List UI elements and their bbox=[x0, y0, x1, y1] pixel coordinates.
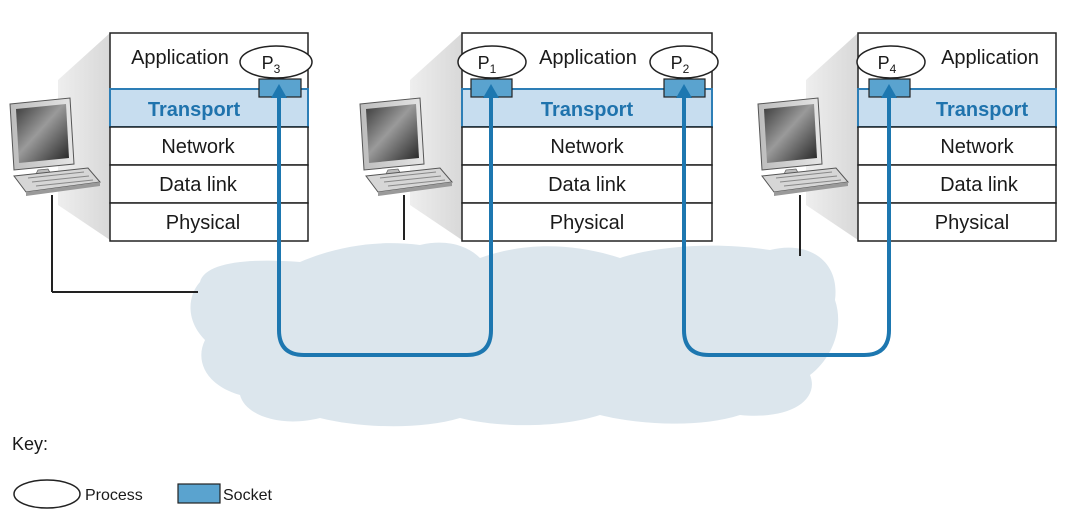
keyboard-icon bbox=[365, 167, 453, 196]
layer-physical: Physical bbox=[166, 212, 240, 234]
layer-transport: Transport bbox=[936, 99, 1029, 121]
layer-physical-box bbox=[461, 202, 713, 242]
layer-network-box bbox=[109, 126, 309, 166]
monitor-icon bbox=[9, 97, 75, 179]
keyboard-icon bbox=[761, 167, 849, 196]
monitor-icon bbox=[359, 97, 425, 179]
legend-socket-symbol bbox=[177, 483, 221, 504]
layer-transport: Transport bbox=[541, 99, 634, 121]
key-title: Key: bbox=[12, 434, 48, 454]
legend-process-label: Process bbox=[85, 487, 143, 504]
layer-application: Application bbox=[941, 47, 1039, 69]
process-p3-label: P3 bbox=[262, 53, 281, 76]
layer-datalink-box bbox=[461, 164, 713, 204]
keyboard-icon bbox=[13, 167, 101, 196]
layer-data-link: Data link bbox=[940, 174, 1019, 196]
host-middle: Application Transport Network Data link … bbox=[359, 32, 719, 242]
layer-data-link: Data link bbox=[548, 174, 627, 196]
legend-socket-label: Socket bbox=[223, 487, 272, 504]
legend-process-symbol bbox=[13, 479, 81, 509]
layer-application: Application bbox=[539, 47, 637, 69]
network-cloud bbox=[190, 242, 839, 427]
layer-datalink-box bbox=[109, 164, 309, 204]
process-p3 bbox=[239, 45, 313, 79]
layer-network: Network bbox=[161, 136, 235, 158]
layer-transport: Transport bbox=[148, 99, 241, 121]
layer-data-link: Data link bbox=[159, 174, 238, 196]
monitor-icon bbox=[757, 97, 823, 179]
layer-application: Application bbox=[131, 47, 229, 69]
layer-network-box bbox=[461, 126, 713, 166]
process-p1-label: P1 bbox=[478, 53, 497, 76]
layer-network: Network bbox=[940, 136, 1014, 158]
layer-network: Network bbox=[550, 136, 624, 158]
process-p2 bbox=[649, 45, 719, 79]
connection-p3-p1 bbox=[271, 84, 499, 357]
process-p2-label: P2 bbox=[671, 53, 690, 76]
process-p1 bbox=[457, 45, 527, 79]
layer-physical-box bbox=[109, 202, 309, 242]
layer-physical: Physical bbox=[935, 212, 1009, 234]
layer-physical: Physical bbox=[550, 212, 624, 234]
process-p4-label: P4 bbox=[878, 53, 897, 76]
host-left: Application Transport Network Data link … bbox=[9, 32, 313, 293]
connection-p2-p4 bbox=[676, 84, 897, 357]
host-right: Application Transport Network Data link … bbox=[757, 32, 1057, 256]
process-p4 bbox=[856, 45, 926, 79]
